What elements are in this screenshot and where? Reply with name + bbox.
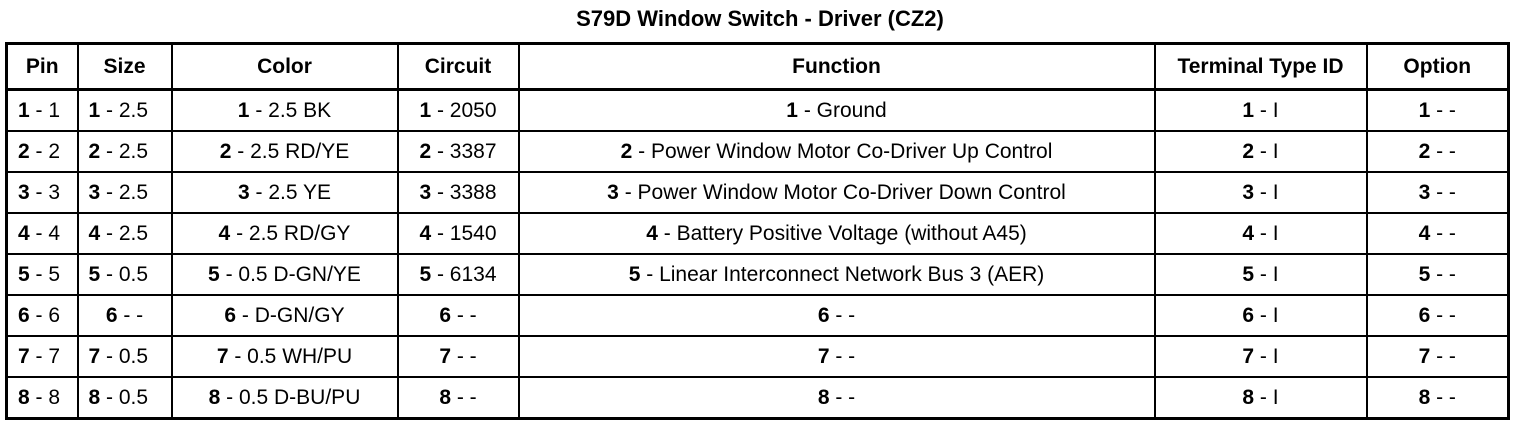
circuit-cell: 6 - - (396, 294, 520, 337)
pin-cell: 5 - 5 (5, 253, 79, 296)
option-cell: 4 - - (1365, 212, 1510, 255)
terminal-type-cell: 7 - I (1153, 335, 1368, 378)
circuit-cell: 3 - 3388 (396, 171, 520, 214)
color-cell: 3 - 2.5 YE (170, 171, 399, 214)
circuit-cell: 2 - 3387 (396, 130, 520, 173)
option-cell: 1 - - (1365, 88, 1510, 132)
table-row: 1 - 1 1 - 2.5 1 - 2.5 BK 1 - 2050 1 - Gr… (5, 88, 1510, 132)
size-cell: 5 - 0.5 (76, 253, 173, 296)
option-cell: 5 - - (1365, 253, 1510, 296)
color-cell: 7 - 0.5 WH/PU (170, 335, 399, 378)
terminal-type-cell: 8 - I (1153, 376, 1368, 420)
pin-cell: 3 - 3 (5, 171, 79, 214)
color-cell: 2 - 2.5 RD/YE (170, 130, 399, 173)
column-header-circuit: Circuit (396, 42, 520, 91)
table-row: 3 - 3 3 - 2.5 3 - 2.5 YE 3 - 3388 3 - Po… (5, 171, 1510, 214)
size-cell: 6 - - (76, 294, 173, 337)
pin-cell: 6 - 6 (5, 294, 79, 337)
circuit-cell: 7 - - (396, 335, 520, 378)
color-cell: 8 - 0.5 D-BU/PU (170, 376, 399, 420)
function-cell: 6 - - (517, 294, 1156, 337)
terminal-type-cell: 2 - I (1153, 130, 1368, 173)
size-cell: 3 - 2.5 (76, 171, 173, 214)
column-header-option: Option (1365, 42, 1510, 91)
function-cell: 2 - Power Window Motor Co-Driver Up Cont… (517, 130, 1156, 173)
color-cell: 4 - 2.5 RD/GY (170, 212, 399, 255)
pin-cell: 8 - 8 (5, 376, 79, 420)
circuit-cell: 5 - 6134 (396, 253, 520, 296)
column-header-function: Function (517, 42, 1156, 91)
color-cell: 1 - 2.5 BK (170, 88, 399, 132)
function-cell: 7 - - (517, 335, 1156, 378)
column-header-color: Color (170, 42, 399, 91)
page-title: S79D Window Switch - Driver (CZ2) (576, 6, 944, 31)
table-row: 5 - 5 5 - 0.5 5 - 0.5 D-GN/YE 5 - 6134 5… (5, 253, 1510, 296)
table-row: 4 - 4 4 - 2.5 4 - 2.5 RD/GY 4 - 1540 4 -… (5, 212, 1510, 255)
size-cell: 7 - 0.5 (76, 335, 173, 378)
size-cell: 1 - 2.5 (76, 88, 173, 132)
terminal-type-cell: 5 - I (1153, 253, 1368, 296)
terminal-type-cell: 3 - I (1153, 171, 1368, 214)
column-header-pin: Pin (5, 42, 79, 91)
connector-pin-table: Pin Size Color Circuit Function Terminal… (5, 42, 1510, 420)
option-cell: 2 - - (1365, 130, 1510, 173)
color-cell: 6 - D-GN/GY (170, 294, 399, 337)
terminal-type-cell: 6 - I (1153, 294, 1368, 337)
pin-cell: 7 - 7 (5, 335, 79, 378)
option-cell: 7 - - (1365, 335, 1510, 378)
function-cell: 4 - Battery Positive Voltage (without A4… (517, 212, 1156, 255)
column-header-size: Size (76, 42, 173, 91)
function-cell: 8 - - (517, 376, 1156, 420)
option-cell: 3 - - (1365, 171, 1510, 214)
size-cell: 8 - 0.5 (76, 376, 173, 420)
column-header-terminal-type-id: Terminal Type ID (1153, 42, 1368, 91)
size-cell: 2 - 2.5 (76, 130, 173, 173)
circuit-cell: 4 - 1540 (396, 212, 520, 255)
circuit-cell: 8 - - (396, 376, 520, 420)
pin-cell: 1 - 1 (5, 88, 79, 132)
pin-cell: 2 - 2 (5, 130, 79, 173)
table-row: 2 - 2 2 - 2.5 2 - 2.5 RD/YE 2 - 3387 2 -… (5, 130, 1510, 173)
function-cell: 5 - Linear Interconnect Network Bus 3 (A… (517, 253, 1156, 296)
header-row: Pin Size Color Circuit Function Terminal… (5, 42, 1510, 91)
color-cell: 5 - 0.5 D-GN/YE (170, 253, 399, 296)
pin-cell: 4 - 4 (5, 212, 79, 255)
function-cell: 1 - Ground (517, 88, 1156, 132)
table-row: 8 - 8 8 - 0.5 8 - 0.5 D-BU/PU 8 - - 8 - … (5, 376, 1510, 420)
terminal-type-cell: 4 - I (1153, 212, 1368, 255)
option-cell: 6 - - (1365, 294, 1510, 337)
function-cell: 3 - Power Window Motor Co-Driver Down Co… (517, 171, 1156, 214)
size-cell: 4 - 2.5 (76, 212, 173, 255)
circuit-cell: 1 - 2050 (396, 88, 520, 132)
table-row: 6 - 6 6 - - 6 - D-GN/GY 6 - - 6 - - 6 - … (5, 294, 1510, 337)
terminal-type-cell: 1 - I (1153, 88, 1368, 132)
option-cell: 8 - - (1365, 376, 1510, 420)
table-row: 7 - 7 7 - 0.5 7 - 0.5 WH/PU 7 - - 7 - - … (5, 335, 1510, 378)
